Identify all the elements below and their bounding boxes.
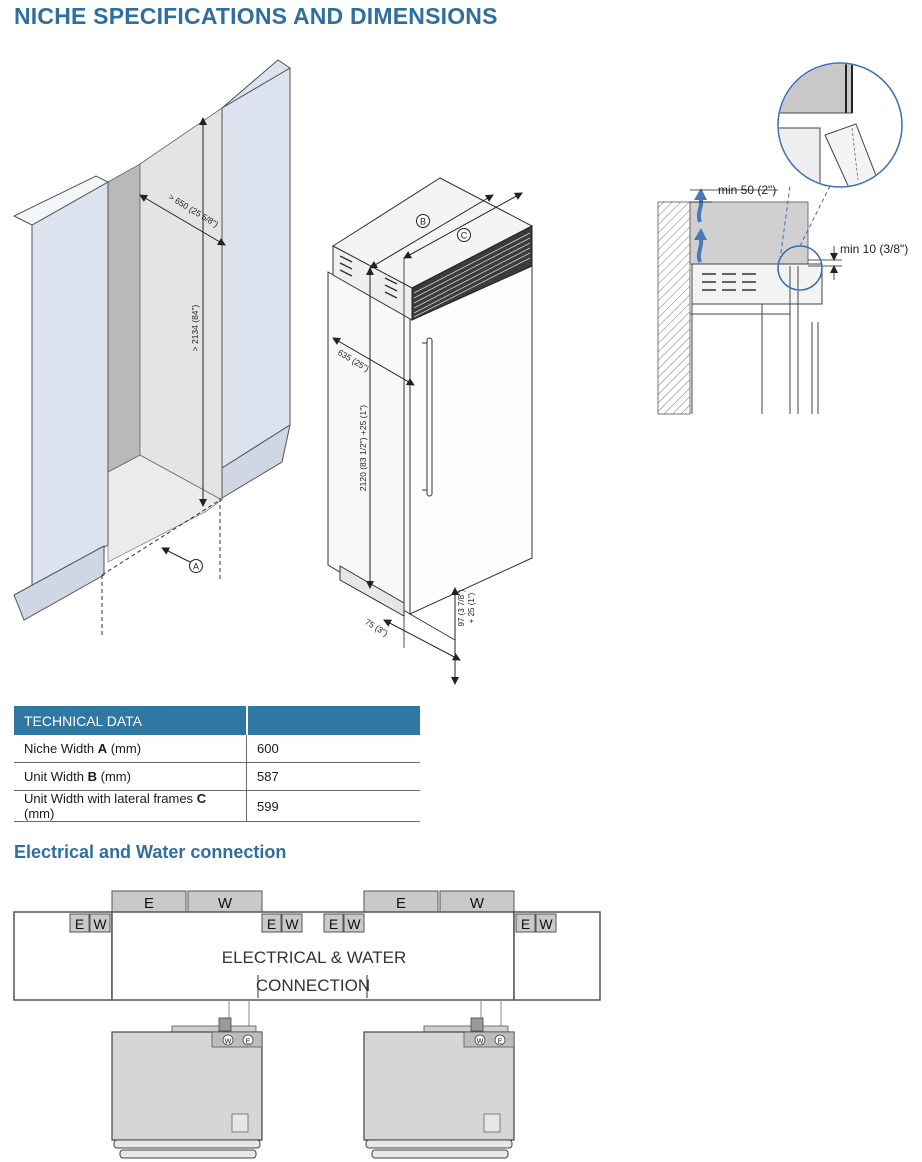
unit-plinth-depth-dimension xyxy=(383,619,461,661)
top-e-label-1: E xyxy=(144,895,154,912)
small-e-label-2: E xyxy=(267,916,276,932)
row-value: 599 xyxy=(246,790,420,822)
niche-a-leader xyxy=(161,547,191,563)
small-w-label-3: W xyxy=(347,916,361,932)
small-e-label-4: E xyxy=(521,916,530,932)
unit-height-label: 2120 (83 1/2") +25 (1") xyxy=(358,405,368,491)
connection-top-boxes xyxy=(111,890,515,913)
unit-plinth-height-label-2: + 25 (1") xyxy=(467,592,476,623)
vent-top-gap-label: min 50 (2") xyxy=(718,183,776,197)
small-e-label-1: E xyxy=(75,916,84,932)
top-w-label-2: W xyxy=(470,895,485,912)
ventilation-drawing: min 50 (2") min 10 (3/8") xyxy=(657,62,908,415)
cabinet-left xyxy=(13,911,113,1001)
niche-height-label: > 2134 (84") xyxy=(190,304,200,351)
niche-right-wall-top xyxy=(221,59,291,109)
vent-cabinet-top xyxy=(689,201,809,265)
connection-label-line2: CONNECTION xyxy=(256,976,370,995)
table-row: Unit Width with lateral frames C (mm) 59… xyxy=(14,790,420,822)
technical-data-header: TECHNICAL DATA xyxy=(14,706,247,735)
unit-side-face xyxy=(327,271,411,615)
niche-back-panel xyxy=(139,107,223,501)
niche-left-wall-top xyxy=(12,175,110,226)
niche-drawing: > 2134 (84") > 650 (25 5/8") A xyxy=(12,59,291,636)
row-label: Unit Width with lateral frames C (mm) xyxy=(14,790,247,822)
niche-illustrations: > 2134 (84") > 650 (25 5/8") A xyxy=(12,59,908,685)
row-label: Niche Width A (mm) xyxy=(14,735,247,763)
top-w-label-1: W xyxy=(218,895,233,912)
row-value: 600 xyxy=(246,735,420,763)
unit-c-dimension xyxy=(403,192,523,259)
niche-right-base xyxy=(221,423,291,499)
connection-title: Electrical and Water connection xyxy=(14,842,287,862)
row-label: Unit Width B (mm) xyxy=(14,762,247,791)
vent-wall-hatch xyxy=(657,201,691,415)
technical-data-header-value xyxy=(245,706,420,735)
unit2-w-marker: W xyxy=(477,1039,484,1046)
unit-handle xyxy=(426,337,433,497)
top-e-label-2: E xyxy=(396,895,406,912)
connection-label-line1: ELECTRICAL & WATER xyxy=(222,948,407,967)
unit1-w-marker: W xyxy=(225,1039,232,1046)
niche-depth-dimension xyxy=(139,194,226,246)
unit2-e-marker: E xyxy=(498,1039,503,1046)
niche-left-base xyxy=(13,545,105,621)
small-ew-boxes xyxy=(69,913,557,933)
table-row: Niche Width A (mm) 600 xyxy=(14,735,420,763)
niche-dash-diag xyxy=(101,499,221,576)
vent-unit-grille xyxy=(702,273,756,291)
unit-plinth-height-label: 97 (3 7/8") xyxy=(457,589,466,626)
vent-side-gap-label: min 10 (3/8") xyxy=(840,242,908,256)
small-w-label-1: W xyxy=(93,916,107,932)
small-w-label-4: W xyxy=(539,916,553,932)
cabinet-right xyxy=(513,911,601,1001)
vent-unit-top xyxy=(691,263,823,305)
niche-right-wall xyxy=(221,67,291,469)
unit-top-view-1 xyxy=(111,1017,263,1159)
table-row: Unit Width B (mm) 587 xyxy=(14,762,420,791)
unit-plinth-depth-label: 75 (3") xyxy=(363,617,390,639)
row-value: 587 xyxy=(246,762,420,791)
callout-b-label: B xyxy=(420,217,426,227)
unit-top-view-2 xyxy=(363,1017,515,1159)
niche-back-wall xyxy=(107,163,141,473)
technical-data-table: TECHNICAL DATA Niche Width A (mm) 600 Un… xyxy=(14,706,420,822)
callout-a-circle xyxy=(189,559,203,573)
callout-c-circle xyxy=(457,228,471,242)
small-e-label-3: E xyxy=(329,916,338,932)
niche-left-wall xyxy=(31,181,109,589)
unit-side-vents xyxy=(339,255,398,299)
callout-c-label: C xyxy=(461,231,468,241)
callout-a-label: A xyxy=(193,562,199,572)
unit1-e-marker: E xyxy=(246,1039,251,1046)
connection-pipes xyxy=(228,1000,502,1032)
page-title: NICHE SPECIFICATIONS AND DIMENSIONS xyxy=(14,3,498,29)
unit-drawing: B C 635 (25") 2120 (83 1/2") +25 (1") 75… xyxy=(327,177,534,685)
cabinet-center xyxy=(111,911,515,1001)
small-w-label-2: W xyxy=(285,916,299,932)
